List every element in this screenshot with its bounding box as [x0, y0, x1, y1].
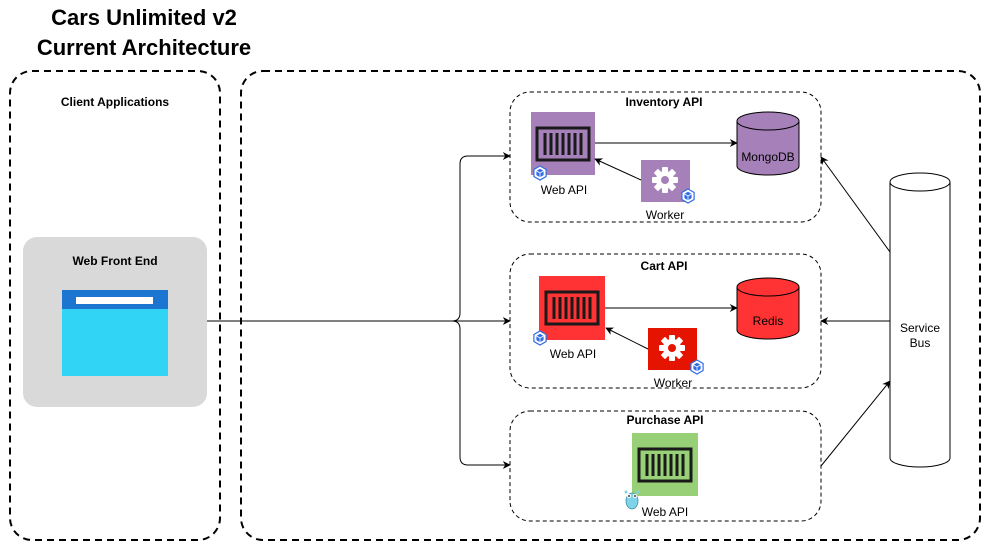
inventory-web-api-node[interactable] [531, 112, 595, 181]
service-bus-node[interactable] [889, 172, 951, 468]
purchase-api-label: Purchase API [627, 413, 704, 427]
mongodb-database-node[interactable] [736, 111, 800, 176]
client-applications-group [9, 70, 221, 541]
kubernetes-icon [690, 359, 704, 375]
connector-purchase-to-bus [820, 380, 891, 467]
kubernetes-icon [533, 330, 547, 346]
inventory-worker-label: Worker [646, 208, 684, 222]
inventory-worker-node[interactable] [641, 160, 695, 204]
inventory-api-label: Inventory API [626, 95, 703, 109]
kubernetes-icon [681, 188, 695, 204]
web-front-end-node[interactable]: Web Front End [23, 237, 207, 407]
browser-window-icon [62, 290, 168, 376]
redis-database-node[interactable] [736, 277, 800, 340]
connector-inventory-worker-to-api [594, 158, 642, 181]
cart-worker-label: Worker [654, 376, 692, 390]
purchase-web-api-label: Web API [642, 505, 688, 519]
cart-web-api-node[interactable] [533, 276, 605, 346]
connector-cart-worker-to-api [605, 327, 649, 350]
connector-bus-to-inventory [820, 156, 891, 253]
cart-web-api-label: Web API [550, 347, 596, 361]
mongodb-label: MongoDB [741, 150, 794, 164]
gopher-icon [624, 490, 640, 510]
cart-api-label: Cart API [641, 259, 688, 273]
purchase-web-api-node[interactable] [624, 433, 699, 510]
kubernetes-icon [533, 165, 547, 181]
gear-icon [659, 335, 685, 361]
service-bus-label-line2: Bus [910, 336, 931, 350]
redis-label: Redis [753, 314, 784, 328]
client-applications-label: Client Applications [61, 95, 170, 109]
cart-api-group [509, 253, 822, 389]
gear-icon [652, 167, 678, 193]
diagram-title-line1: Cars Unlimited v2 [51, 5, 237, 30]
connector-to-purchase-api [451, 320, 511, 469]
service-bus-label-line1: Service [900, 321, 940, 335]
diagram-title-line2: Current Architecture [37, 35, 251, 60]
web-front-end-label: Web Front End [72, 254, 157, 268]
cart-worker-node[interactable] [648, 328, 704, 375]
inventory-web-api-label: Web API [541, 183, 587, 197]
connector-to-inventory-api [451, 152, 511, 322]
backend-services-group [240, 70, 981, 541]
